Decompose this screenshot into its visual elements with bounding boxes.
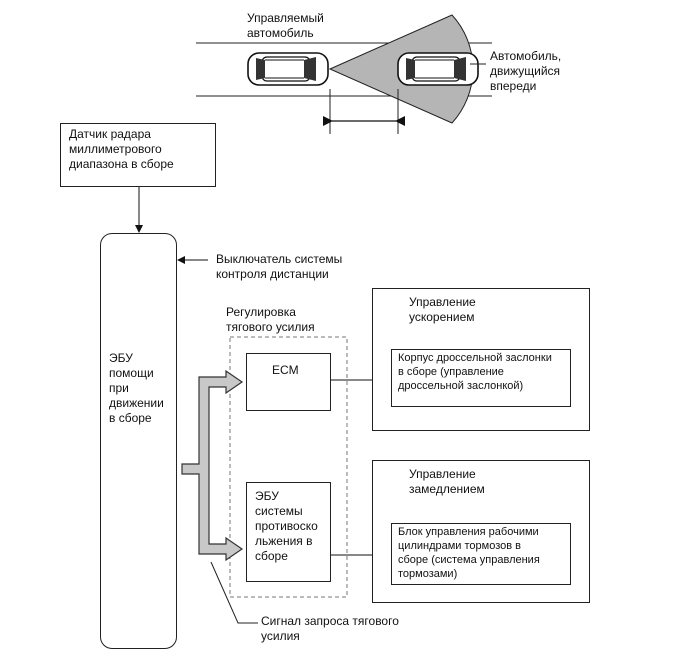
throttle-body-box: Корпус дроссельной заслонки в сборе (упр…: [391, 349, 571, 407]
vehicle-ahead-label: Автомобиль, движущийся впереди: [490, 49, 562, 93]
abs-ecu-box: ЭБУ системы противоско льжения в сборе: [246, 482, 331, 582]
car-ahead-icon: [397, 52, 479, 86]
acceleration-title: Управление ускорением: [409, 295, 476, 324]
ecu-assist-label: ЭБУ помощи при движении в сборе: [109, 351, 164, 425]
distance-switch-label: Выключатель системы контроля дистанции: [216, 252, 343, 281]
leader-traction-signal: [210, 561, 258, 624]
traction-signal-label: Сигнал запроса тягового усилия: [261, 614, 399, 643]
ecu-assist-box: ЭБУ помощи при движении в сборе: [100, 233, 177, 649]
deceleration-title: Управление замедлением: [409, 467, 485, 496]
brake-actuator-box: Блок управления рабочими цилиндрами торм…: [391, 523, 571, 585]
traction-request-arrow: [181, 369, 244, 562]
controlled-vehicle-label: Управляемый автомобиль: [247, 11, 324, 40]
ecm-box: ECM: [246, 353, 331, 411]
traction-group-title: Регулировка тягового усилия: [226, 305, 315, 334]
ecm-label: ECM: [272, 363, 299, 377]
traction-group-box: [229, 336, 348, 598]
controlled-car-icon: [247, 52, 329, 86]
radar-sensor-box: Датчик радара миллиметрового диапазона в…: [60, 123, 216, 187]
